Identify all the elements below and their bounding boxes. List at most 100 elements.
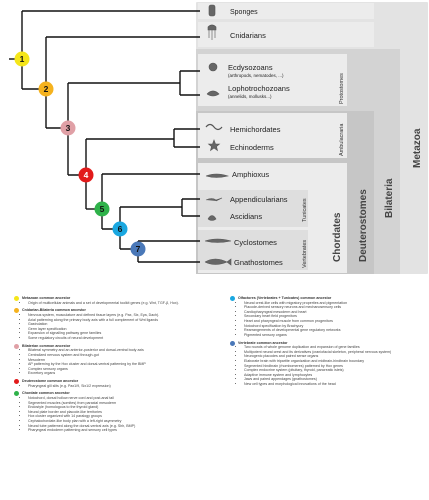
ancestor-node-circle (130, 241, 146, 257)
legend-entry-item: Excretory organs (28, 371, 219, 376)
legend-entry-item: Segmented muscles (somites) from paraxia… (28, 401, 219, 406)
appendicularian-icon (205, 197, 223, 202)
ancestor-node-label: 5 (100, 204, 105, 214)
legend-entry-item: Heart and pharyngeal muscle from common … (244, 319, 425, 324)
ancestor-node-5: 5 (94, 201, 110, 217)
ancestor-node-label: 6 (118, 224, 123, 234)
legend-dot-icon (14, 343, 19, 349)
legend-dot-icon (14, 379, 19, 385)
legend-entry-item: Cardiopharyngeal mesoderm and heart (244, 310, 425, 315)
ancestor-node-label: 2 (44, 84, 49, 94)
lophotrochozoans-sublabel: (annelids, mollusks...) (228, 94, 272, 99)
legend-entry-item: Pigmented sensory organs (244, 333, 425, 338)
tunicates-box (198, 190, 308, 227)
ambulacraria-group-label: Ambulacraria (339, 123, 345, 156)
ancestor-node-circle (78, 167, 94, 183)
tunicates-group-label: Tunicates (302, 198, 308, 222)
legend-entry: Olfactores (Vertebrates + Tunicates) com… (230, 296, 425, 337)
ecdysozoan-icon (208, 62, 218, 72)
ancestor-node-label: 1 (20, 54, 25, 64)
legend-entry-item: Germ layer specification (28, 327, 219, 332)
legend-dot-icon (14, 391, 19, 397)
ecdysozoans-label: Ecdysozoans (228, 63, 273, 72)
legend-entry-item: Mesoderm (28, 358, 219, 363)
cyclostomes-label: Cyclostomes (234, 238, 277, 247)
sponge-icon (208, 4, 216, 17)
ancestor-node-label: 4 (84, 170, 89, 180)
protostomes-box (198, 54, 347, 106)
deuterostomes-group-label: Deuterostomes (358, 189, 369, 262)
legend-entry-item: Neural tube patterned along the dorsal-v… (28, 424, 219, 429)
legend-entry-list: Two rounds of whole genome duplication a… (238, 345, 425, 386)
metazoa-group-label: Metazoa (412, 128, 423, 168)
legend-entry: Deuterostome common ancestorPharyngeal g… (14, 379, 219, 388)
legend-entry-item: Neurogenic placodes and paired sense org… (244, 354, 425, 359)
legend-entry-item: Placode-derived sensory neurons and mech… (244, 305, 425, 310)
amphioxus-label: Amphioxus (232, 170, 269, 179)
phylogenetic-tree: Sponges Cnidarians Ecdysozoans (arthropo… (9, 2, 428, 274)
ecdysozoans-sublabel: (arthropods, nematodes, ...) (228, 73, 284, 78)
cnidarians-box (198, 22, 374, 47)
legend-entry-title: Chordate common ancestor (22, 391, 70, 396)
legend-entry-item: Two rounds of whole genome duplication a… (244, 345, 425, 350)
ancestor-node-6: 6 (112, 221, 128, 237)
legend-entry-item: Neural crest-like cells with migratory p… (244, 301, 425, 306)
ascidians-label: Ascidians (230, 212, 262, 221)
ancestor-node-2: 2 (38, 81, 54, 97)
legend-entry-title: Vertebrate common ancestor (238, 340, 288, 345)
legend-entry-list: Origin of multicellular animals and a se… (22, 301, 219, 306)
legend-entry-item: Pharyngeal gill slits (e.g. Pax1/9, Six1… (28, 384, 219, 389)
legend-entry-item: Notochord specification by Brachyury (244, 324, 425, 329)
legend-entry-item: Notochord, dorsal hollow nerve cord and … (28, 396, 219, 401)
bilateria-group-label: Bilateria (384, 178, 395, 218)
legend-entry-item: Some regulatory circuits of neural devel… (28, 336, 219, 341)
echinoderm-icon (207, 139, 221, 152)
legend-entry-title: Cnidarian-Bilateria common ancestor (22, 308, 86, 313)
ancestor-node-circle (60, 120, 76, 136)
ancestor-node-circle (112, 221, 128, 237)
legend-entry-item: Complex endocrine system (pituitary, thy… (244, 368, 425, 373)
gnathostome-icon (204, 258, 232, 266)
cnidarian-icon (207, 24, 217, 40)
legend-entry-item: Jaws and paired appendages (gnathostomes… (244, 377, 425, 382)
hemichordate-icon (205, 123, 223, 131)
legend-entry: Bilaterian common ancestorBilateral symm… (14, 343, 219, 376)
chordates-group-label: Chordates (332, 212, 343, 262)
sponges-box (198, 3, 374, 19)
legend-entry-list: Bilateral symmetry and an anterior-poste… (22, 348, 219, 376)
legend-entry-item: Endostyle (homologous to the thyroid gla… (28, 405, 219, 410)
legend-entry-title: Metazoan common ancestor (22, 296, 71, 300)
ancestor-node-7: 7 (130, 241, 146, 257)
legend-entry-title: Deuterostome common ancestor (22, 379, 79, 384)
protostomes-group-label: Protostomes (339, 73, 345, 104)
legend-entry-item: Secondary heart field progenitors (244, 314, 425, 319)
legend-entry-item: Multipotent neural crest and its derivat… (244, 350, 425, 355)
legend-entry: Chordate common ancestorNotochord, dorsa… (14, 391, 219, 432)
organism-icons (204, 4, 232, 266)
hemichordates-label: Hemichordates (230, 125, 281, 134)
legend-entry-item: Expansion of signalling pathway gene fam… (28, 331, 219, 336)
cyclostome-icon (204, 238, 232, 243)
ascidian-icon (207, 215, 217, 221)
ambulacraria-box (198, 113, 347, 158)
legend-entry-item: AP patterning by the Hox cluster and dor… (28, 362, 219, 367)
sponges-label: Sponges (230, 9, 258, 16)
amphioxus-icon (205, 173, 230, 178)
legend-left-column: Metazoan common ancestorOrigin of multic… (14, 296, 219, 436)
legend-entry-item: Cephalochordate-like body plan with a le… (28, 419, 219, 424)
legend-entry-item: Pharyngeal endoderm patterning and senso… (28, 428, 219, 433)
ancestor-node-4: 4 (78, 167, 94, 183)
lophotrochozoans-label: Lophotrochozoans (228, 84, 290, 93)
legend-entry-list: Notochord, dorsal hollow nerve cord and … (22, 396, 219, 433)
legend-entry-item: Hox cluster organized with 14 paralogy g… (28, 414, 219, 419)
legend-entry: Vertebrate common ancestorTwo rounds of … (230, 340, 425, 387)
ancestor-node-circle (38, 81, 54, 97)
gnathostomes-label: Gnathostomes (234, 258, 283, 267)
legend-dot-icon (230, 340, 235, 346)
legend-entry-item: Origin of multicellular animals and a se… (28, 301, 219, 306)
legend-entry-item: New cell types and morphological innovat… (244, 382, 425, 387)
legend-entry-item: Neural plate border and placode-like ter… (28, 410, 219, 415)
tree-branches (9, 10, 200, 263)
appendicularians-label: Appendicularians (230, 195, 288, 204)
